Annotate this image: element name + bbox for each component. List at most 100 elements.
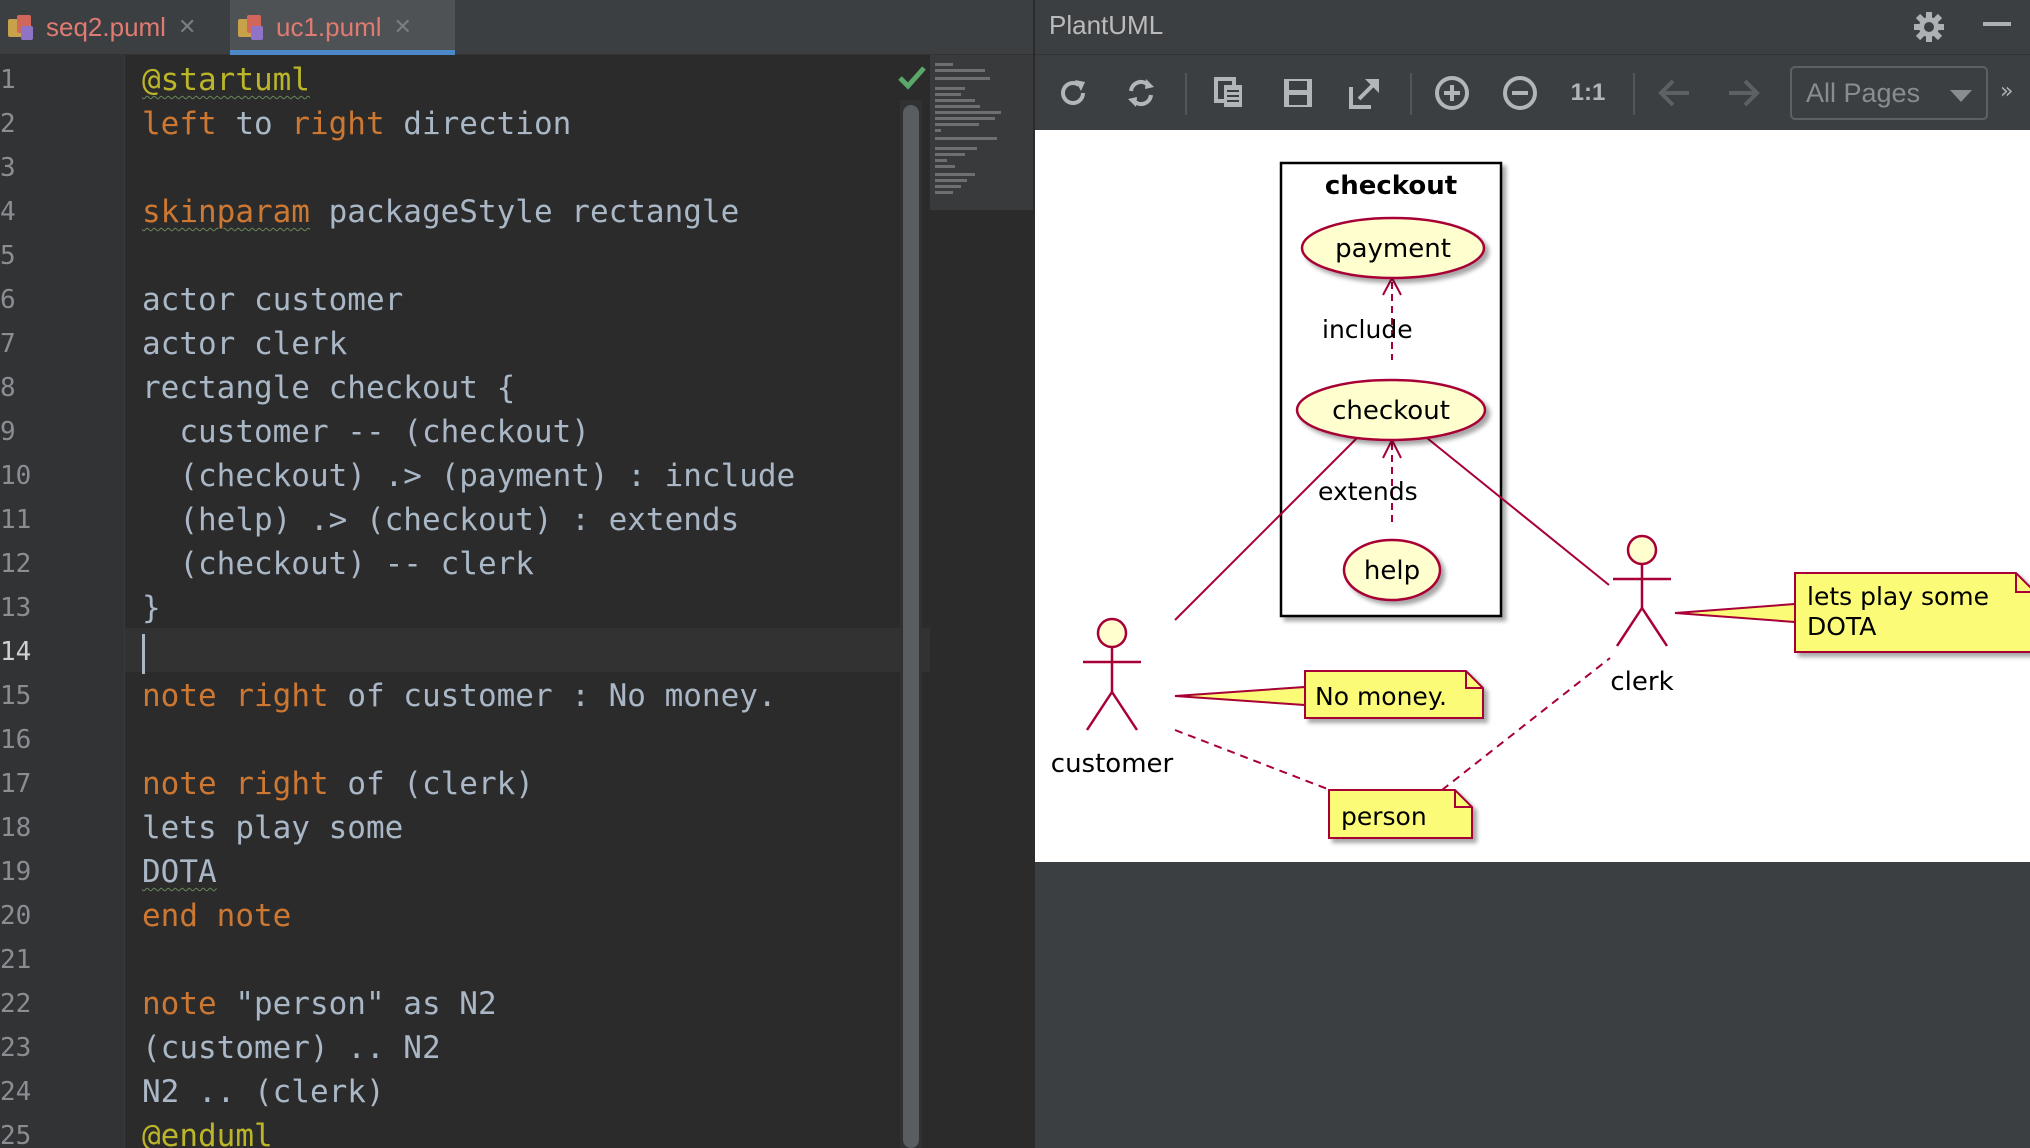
minimap-line [935,77,990,80]
minimap-line [935,179,967,182]
line-number: 2 [0,109,16,139]
usecase-checkout-label: checkout [1332,396,1450,426]
zoom-in-icon[interactable] [1432,73,1472,113]
line-number: 19 [0,857,32,887]
minimap-line [935,153,965,156]
save-icon[interactable] [1278,73,1318,113]
note-no-money [1304,670,1484,719]
line-number: 24 [0,1077,32,1107]
line-number-gutter [0,55,125,1148]
checkout-clerk-link [1426,437,1610,586]
forward-arrow-icon[interactable] [1723,73,1763,113]
check-icon[interactable] [897,62,927,92]
usecase-checkout [1295,378,1487,442]
customer-checkout-link [1174,437,1358,621]
uml-diagram: checkout include extends payment checkou… [1051,161,2030,839]
line-number: 15 [0,681,32,711]
tab-seq2-puml[interactable]: seq2.puml ✕ [0,0,228,55]
close-icon[interactable]: ✕ [393,15,412,40]
minimap-line [935,191,953,194]
minimap-line [935,147,977,150]
plantuml-header: PlantUML [1035,0,2030,55]
back-arrow-icon[interactable] [1655,73,1695,113]
pages-select[interactable]: All Pages [1790,66,1988,120]
toolbar-separator [1185,73,1187,115]
minimap-line [935,173,975,176]
line-number: 7 [0,329,16,359]
code-line: rectangle checkout { [142,370,516,406]
minimap-line [935,87,965,90]
code-line: actor customer [142,282,404,318]
code-token: skinparam [142,194,310,230]
close-icon[interactable]: ✕ [177,15,197,40]
gear-icon[interactable] [1912,10,1946,44]
code-token: right [291,106,385,142]
code-line [142,630,145,674]
note-fold [2015,573,2030,593]
minimize-icon[interactable] [1983,22,2011,26]
zoom-out-icon[interactable] [1500,73,1540,113]
line-number: 5 [0,241,16,271]
code-line: @enduml [142,1114,273,1148]
code-line: customer -- (checkout) [142,414,590,450]
code-token [217,766,236,802]
code-token: @enduml [142,1118,273,1148]
sync-icon[interactable] [1121,73,1161,113]
export-icon[interactable] [1345,73,1385,113]
refresh-icon[interactable] [1053,73,1093,113]
code-token: note [142,986,217,1022]
minimap-line [935,129,941,132]
puml-file-icon [6,13,36,43]
zoom-actual-icon[interactable]: 1:1 [1568,73,1608,113]
diagram-canvas[interactable]: checkout include extends payment checkou… [1035,130,2030,862]
code-line: @startuml [142,58,310,102]
line-number: 17 [0,769,32,799]
rectangle-title: checkout [1325,171,1457,201]
code-line: N2 .. (clerk) [142,1074,385,1110]
code-line: (help) .> (checkout) : extends [142,502,740,538]
tab-uc1-puml[interactable]: uc1.puml ✕ [230,0,455,55]
usecase-payment-label: payment [1335,234,1451,264]
chevron-down-icon [1950,90,1972,102]
line-number: 1 [0,65,16,95]
toolbar-separator [1633,73,1635,115]
code-minimap[interactable] [930,55,1033,210]
note-lets-play [1794,572,2030,653]
active-tab-indicator [230,50,455,55]
vertical-scrollbar-thumb[interactable] [903,105,919,1148]
copy-icon[interactable] [1210,73,1250,113]
code-line: left to right direction [142,102,571,146]
actor-customer-label: customer [1051,749,1174,779]
code-token: packageStyle rectangle [309,194,740,230]
minimap-line [935,159,947,162]
code-token: left [142,106,217,142]
code-line: note right of (clerk) [142,762,534,806]
minimap-line [935,165,955,168]
note-connector [1674,602,1796,624]
minimap-line [935,185,961,188]
line-number: 4 [0,197,16,227]
plantuml-toolbar: 1:1 All Pages » [1035,55,2030,130]
code-token [217,678,236,714]
minimap-line [935,111,1001,114]
line-number-current: 14 [0,637,32,667]
minimap-line [935,69,985,72]
line-number: 11 [0,505,32,535]
toolbar-separator [1410,73,1412,115]
customer-person-link [1174,729,1331,791]
minimap-line [935,99,975,102]
puml-file-icon [236,13,266,43]
code-line: end note [142,894,291,938]
usecase-help-label: help [1364,556,1420,586]
line-number: 10 [0,461,32,491]
usecase-help [1342,538,1442,602]
code-line: DOTA [142,850,217,894]
note-person [1328,789,1473,839]
code-line: lets play some [142,810,404,846]
usecase-payment [1300,216,1486,280]
code-token: of (clerk) [328,766,534,802]
line-number: 25 [0,1121,32,1148]
code-token [198,898,217,934]
more-actions-icon[interactable]: » [2000,79,2014,104]
code-token: right [235,678,329,714]
